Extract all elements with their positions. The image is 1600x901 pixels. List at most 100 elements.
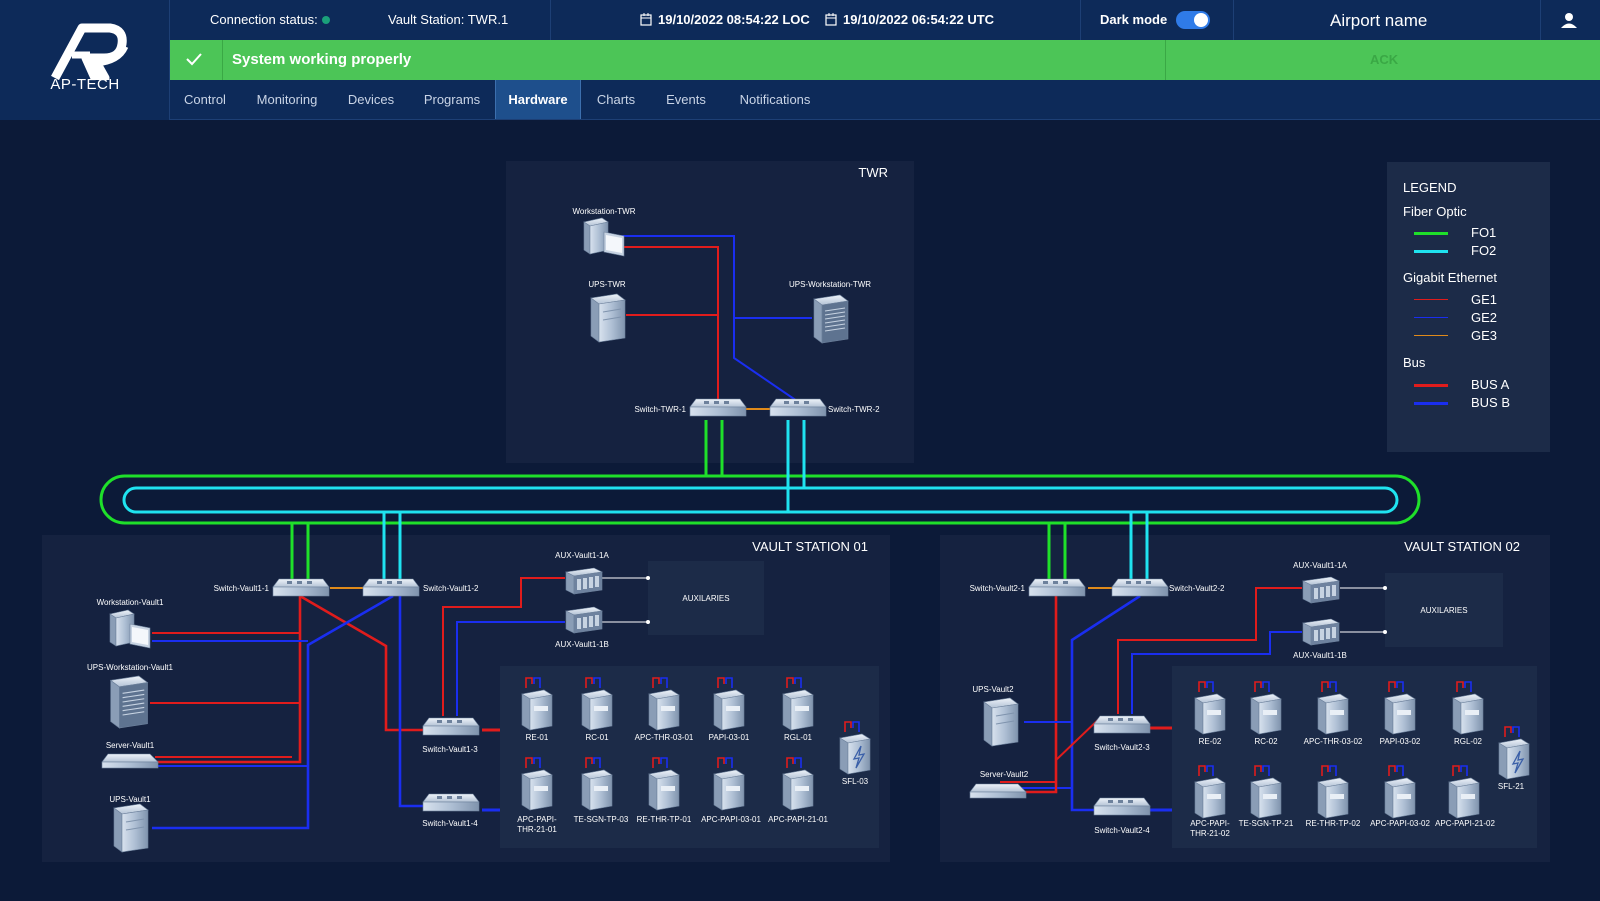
tab-control[interactable]: Control (184, 92, 226, 107)
aux-vault2-1a-icon[interactable] (1302, 576, 1340, 604)
vault1-device-label: APC-THR-03-01 (635, 733, 694, 742)
tab-charts[interactable]: Charts (596, 92, 636, 107)
tab-programs[interactable]: Programs (423, 92, 481, 107)
fo2-ring (122, 486, 1399, 514)
vault1-device-label: TE-SGN-TP-03 (574, 815, 629, 824)
switch-twr-1-icon[interactable] (689, 398, 747, 417)
aux-vault2-1b-label: AUX-Vault1-1B (1293, 651, 1347, 660)
vault2-auxiliaries-label: AUXILARIES (1420, 606, 1467, 615)
connection-status-indicator (322, 16, 330, 24)
switch-vault1-2-icon[interactable] (362, 578, 420, 597)
vault-station-label: Vault Station: TWR.1 (388, 12, 509, 27)
aux-vault2-1a-label: AUX-Vault1-1A (1293, 561, 1347, 570)
vault1-auxiliaries-box (648, 561, 764, 635)
aux-vault1-1b-label: AUX-Vault1-1B (555, 640, 609, 649)
switch-vault1-2-label: Switch-Vault1-2 (423, 584, 479, 593)
server-vault1-icon[interactable] (101, 753, 159, 769)
switch-vault2-2-label: Switch-Vault2-2 (1169, 584, 1225, 593)
switch-vault1-3-label: Switch-Vault1-3 (422, 745, 478, 754)
calendar-icon (640, 13, 652, 26)
airport-name: Airport name (1330, 11, 1428, 30)
vault2-auxiliaries-box (1385, 573, 1503, 647)
ups-twr-icon[interactable] (590, 293, 626, 343)
switch-twr-2-label: Switch-TWR-2 (828, 405, 880, 414)
legend-item-ge2: GE2 (1471, 310, 1498, 325)
vault1-sfl-label: SFL-03 (842, 777, 869, 786)
ups-vault1-icon[interactable] (113, 803, 149, 853)
ups-workstation-vault1-icon[interactable] (110, 675, 149, 729)
switch-vault2-3-icon[interactable] (1093, 715, 1151, 734)
connection-status-label: Connection status: (210, 12, 318, 27)
aux-vault1-1a-icon[interactable] (565, 567, 603, 595)
utc-time: 19/10/2022 06:54:22 UTC (843, 12, 995, 27)
server-vault2-icon[interactable] (969, 783, 1027, 799)
switch-vault1-1-icon[interactable] (272, 578, 330, 597)
vault1-device-label: APC-PAPI-21-01 (768, 815, 828, 824)
legend-group-ethernet: Gigabit Ethernet (1403, 270, 1497, 285)
ups-vault2-icon[interactable] (983, 697, 1019, 747)
switch-vault2-4-icon[interactable] (1093, 797, 1151, 816)
tab-monitoring[interactable]: Monitoring (256, 92, 318, 107)
vault1-device-label: RE-01 (526, 733, 549, 742)
vault2-device-label: RC-02 (1254, 737, 1278, 746)
fo1-ring (99, 474, 1421, 525)
ack-button[interactable]: ACK (1370, 52, 1399, 67)
aux-vault1-1a-label: AUX-Vault1-1A (555, 551, 609, 560)
vault2-device-label: APC-PAPI-THR-21-02 (1190, 819, 1230, 838)
vault2-device-label: TE-SGN-TP-21 (1239, 819, 1294, 828)
aux-vault2-1b-icon[interactable] (1302, 618, 1340, 646)
tab-events[interactable]: Events (666, 92, 706, 107)
server-vault2-label: Server-Vault2 (980, 770, 1029, 779)
ups-vault2-label: UPS-Vault2 (972, 685, 1014, 694)
twr-title: TWR (858, 165, 888, 180)
vault1-device-label: RGL-01 (784, 733, 813, 742)
switch-vault1-3-icon[interactable] (422, 717, 480, 736)
tab-devices[interactable]: Devices (347, 92, 395, 107)
vault1-devices-panel (500, 666, 879, 848)
vault1-device-label: RC-01 (585, 733, 609, 742)
workstation-twr-label: Workstation-TWR (573, 207, 636, 216)
switch-vault2-1-icon[interactable] (1028, 578, 1086, 597)
vault1-device-label: APC-PAPI-THR-21-01 (517, 815, 557, 834)
switch-vault2-3-label: Switch-Vault2-3 (1094, 743, 1150, 752)
tab-hardware[interactable]: Hardware (495, 80, 581, 119)
switch-vault2-1-label: Switch-Vault2-1 (970, 584, 1026, 593)
switch-twr-1-label: Switch-TWR-1 (634, 405, 686, 414)
app-logo: AP-TECH (0, 0, 170, 120)
legend-item-ge3: GE3 (1471, 328, 1498, 343)
switch-twr-2-icon[interactable] (769, 398, 827, 417)
vault1-device-label: PAPI-03-01 (709, 733, 750, 742)
check-icon (186, 53, 202, 66)
switch-vault1-1-label: Switch-Vault1-1 (214, 584, 270, 593)
vault2-device-label: RE-THR-TP-02 (1306, 819, 1361, 828)
aux-vault1-1b-icon[interactable] (565, 606, 603, 634)
vault2-title: VAULT STATION 02 (1404, 539, 1520, 554)
vault2-sfl-label: SFL-21 (1498, 782, 1525, 791)
top-bar: Connection status: Vault Station: TWR.1 … (170, 0, 1600, 40)
vault2-device-label: RE-02 (1199, 737, 1222, 746)
vault2-device-label: APC-PAPI-21-02 (1435, 819, 1495, 828)
switch-vault2-2-icon[interactable] (1111, 578, 1169, 597)
vault2-device-label: APC-THR-03-02 (1304, 737, 1363, 746)
server-vault1-label: Server-Vault1 (106, 741, 155, 750)
legend-item-fo1: FO1 (1471, 225, 1497, 240)
switch-vault1-4-icon[interactable] (422, 793, 480, 812)
vault1-device-label: RE-THR-TP-01 (637, 815, 692, 824)
local-time: 19/10/2022 08:54:22 LOC (658, 12, 810, 27)
status-message: System working properly (232, 51, 412, 68)
switch-vault1-4-label: Switch-Vault1-4 (422, 819, 478, 828)
main-nav: Control Monitoring Devices Programs Hard… (170, 80, 1600, 120)
vault1-auxiliaries-label: AUXILARIES (682, 594, 729, 603)
legend-group-bus: Bus (1403, 355, 1426, 370)
dark-mode-toggle[interactable] (1176, 11, 1210, 29)
ups-workstation-twr-icon[interactable] (813, 294, 849, 344)
legend-item-fo2: FO2 (1471, 243, 1497, 258)
tab-notifications[interactable]: Notifications (739, 92, 811, 107)
ups-workstation-vault1-label: UPS-Workstation-Vault1 (87, 663, 174, 672)
vault1-device-label: APC-PAPI-03-01 (701, 815, 761, 824)
legend-title: LEGEND (1403, 180, 1457, 195)
twr-panel (506, 161, 914, 463)
ups-vault1-label: UPS-Vault1 (109, 795, 151, 804)
user-icon[interactable] (1560, 11, 1578, 29)
dark-mode-label: Dark mode (1100, 12, 1168, 27)
